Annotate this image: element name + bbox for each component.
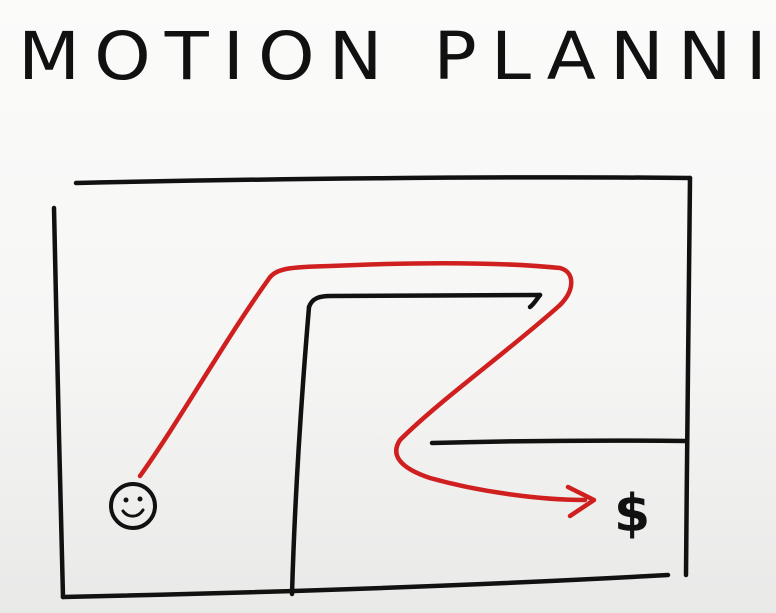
obstacle-wall-vertical xyxy=(289,304,312,597)
room-top-wall xyxy=(73,175,693,186)
planned-path-arrowhead xyxy=(565,484,597,519)
room-bottom-wall xyxy=(60,572,671,600)
obstacle-wall-top-hook xyxy=(527,292,543,310)
dollar-sign-icon: $ xyxy=(614,484,650,544)
obstacle-wall-right xyxy=(429,438,689,446)
room-right-wall xyxy=(683,175,693,578)
smiley-face-icon xyxy=(109,482,157,530)
room-left-wall xyxy=(51,205,66,600)
obstacle-wall-top xyxy=(306,292,543,310)
page-title: MOTION PLANNING xyxy=(18,17,776,95)
planned-path-line xyxy=(137,260,588,503)
